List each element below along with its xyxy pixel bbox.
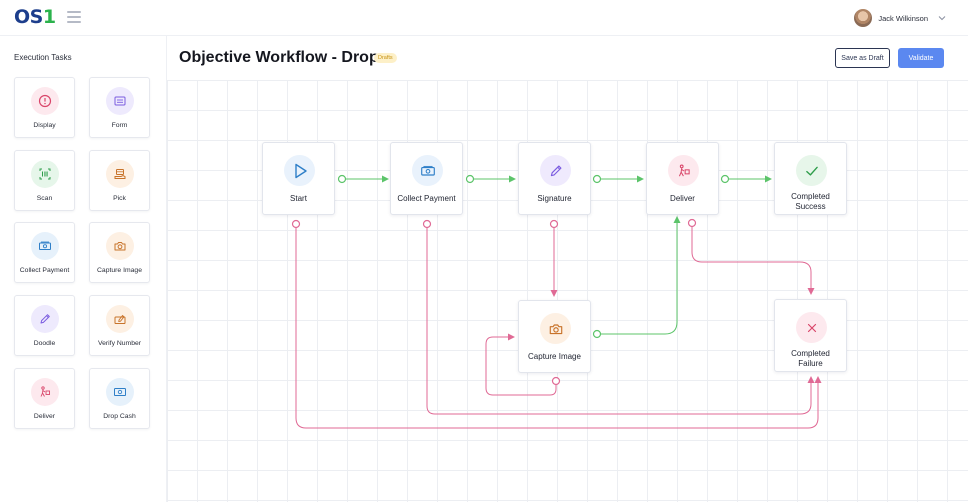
pencil-icon — [31, 305, 59, 333]
task-label: Display — [33, 122, 56, 129]
cash-icon — [31, 232, 59, 260]
node-signature[interactable]: Signature — [518, 142, 591, 215]
task-drop-cash[interactable]: Drop Cash — [89, 368, 150, 429]
task-label: Capture Image — [97, 267, 142, 274]
sidebar-title: Execution Tasks — [14, 53, 72, 62]
task-pick[interactable]: Pick — [89, 150, 150, 211]
pick-icon — [106, 160, 134, 188]
cash-icon — [412, 155, 443, 186]
node-label-line2: Failure — [798, 358, 823, 368]
node-label: Collect Payment — [397, 194, 456, 203]
play-icon — [284, 155, 315, 186]
task-label: Deliver — [33, 413, 56, 420]
barcode-icon — [31, 160, 59, 188]
verify-icon — [106, 305, 134, 333]
x-icon — [796, 312, 827, 343]
task-label: Pick — [113, 195, 126, 202]
task-label: Form — [111, 122, 128, 129]
task-label: Verify Number — [97, 340, 142, 347]
check-icon — [796, 155, 827, 186]
chevron-down-icon[interactable] — [938, 14, 946, 23]
task-scan[interactable]: Scan — [14, 150, 75, 211]
logo-text: OS — [14, 6, 43, 28]
validate-button[interactable]: Validate — [898, 48, 944, 68]
task-form[interactable]: Form — [89, 77, 150, 138]
node-label-line1: Completed — [791, 349, 830, 358]
task-label: Collect Payment — [19, 267, 70, 274]
task-display[interactable]: Display — [14, 77, 75, 138]
logo-accent: 1 — [42, 6, 56, 28]
task-label: Doodle — [33, 340, 56, 347]
execution-tasks-sidebar: Execution Tasks Display Form Scan Pick C… — [0, 36, 167, 502]
form-icon — [106, 87, 134, 115]
camera-icon — [540, 313, 571, 344]
avatar — [854, 9, 873, 27]
node-collect-payment[interactable]: Collect Payment — [390, 142, 463, 215]
page-title: Objective Workflow - Drop — [179, 49, 379, 66]
menu-toggle-icon[interactable] — [67, 11, 81, 23]
status-badge: Drafts — [374, 53, 397, 63]
node-deliver[interactable]: Deliver — [646, 142, 719, 215]
task-verify-number[interactable]: Verify Number — [89, 295, 150, 356]
node-label-line1: Completed — [791, 192, 830, 201]
pencil-icon — [540, 155, 571, 186]
node-label: Deliver — [670, 194, 695, 203]
save-as-draft-button[interactable]: Save as Draft — [835, 48, 890, 68]
node-label: Capture Image — [528, 352, 581, 361]
node-label-line2: Success — [795, 201, 826, 211]
task-capture-image[interactable]: Capture Image — [89, 222, 150, 283]
user-menu[interactable]: Jack Wilkinson — [854, 8, 946, 28]
task-collect-payment[interactable]: Collect Payment — [14, 222, 75, 283]
node-start[interactable]: Start — [262, 142, 335, 215]
user-name: Jack Wilkinson — [878, 13, 928, 23]
node-label: Signature — [537, 194, 572, 203]
task-label: Scan — [36, 195, 53, 202]
alert-circle-icon — [31, 87, 59, 115]
task-deliver[interactable]: Deliver — [14, 368, 75, 429]
deliver-icon — [31, 378, 59, 406]
task-label: Drop Cash — [103, 413, 136, 420]
drop-cash-icon — [106, 378, 134, 406]
camera-icon — [106, 232, 134, 260]
node-label: Start — [290, 194, 307, 203]
task-doodle[interactable]: Doodle — [14, 295, 75, 356]
top-bar: OS1 Jack Wilkinson — [0, 0, 968, 36]
deliver-icon — [668, 155, 699, 186]
node-capture-image[interactable]: Capture Image — [518, 300, 591, 373]
app-logo[interactable]: OS1 — [14, 6, 56, 28]
